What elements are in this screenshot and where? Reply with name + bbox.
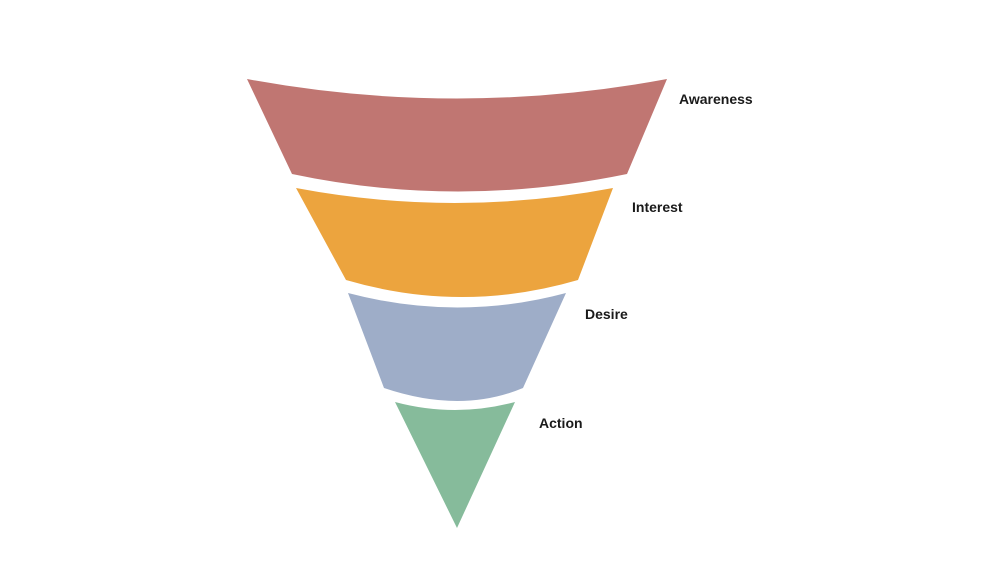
funnel-segment-desire: [348, 293, 566, 401]
funnel-segment-awareness: [247, 79, 667, 192]
stage-label-interest: Interest: [632, 199, 683, 215]
stage-label-action: Action: [539, 415, 583, 431]
funnel-segment-action: [395, 402, 515, 528]
funnel-segment-interest: [296, 188, 613, 297]
stage-label-awareness: Awareness: [679, 91, 753, 107]
stage-label-desire: Desire: [585, 306, 628, 322]
